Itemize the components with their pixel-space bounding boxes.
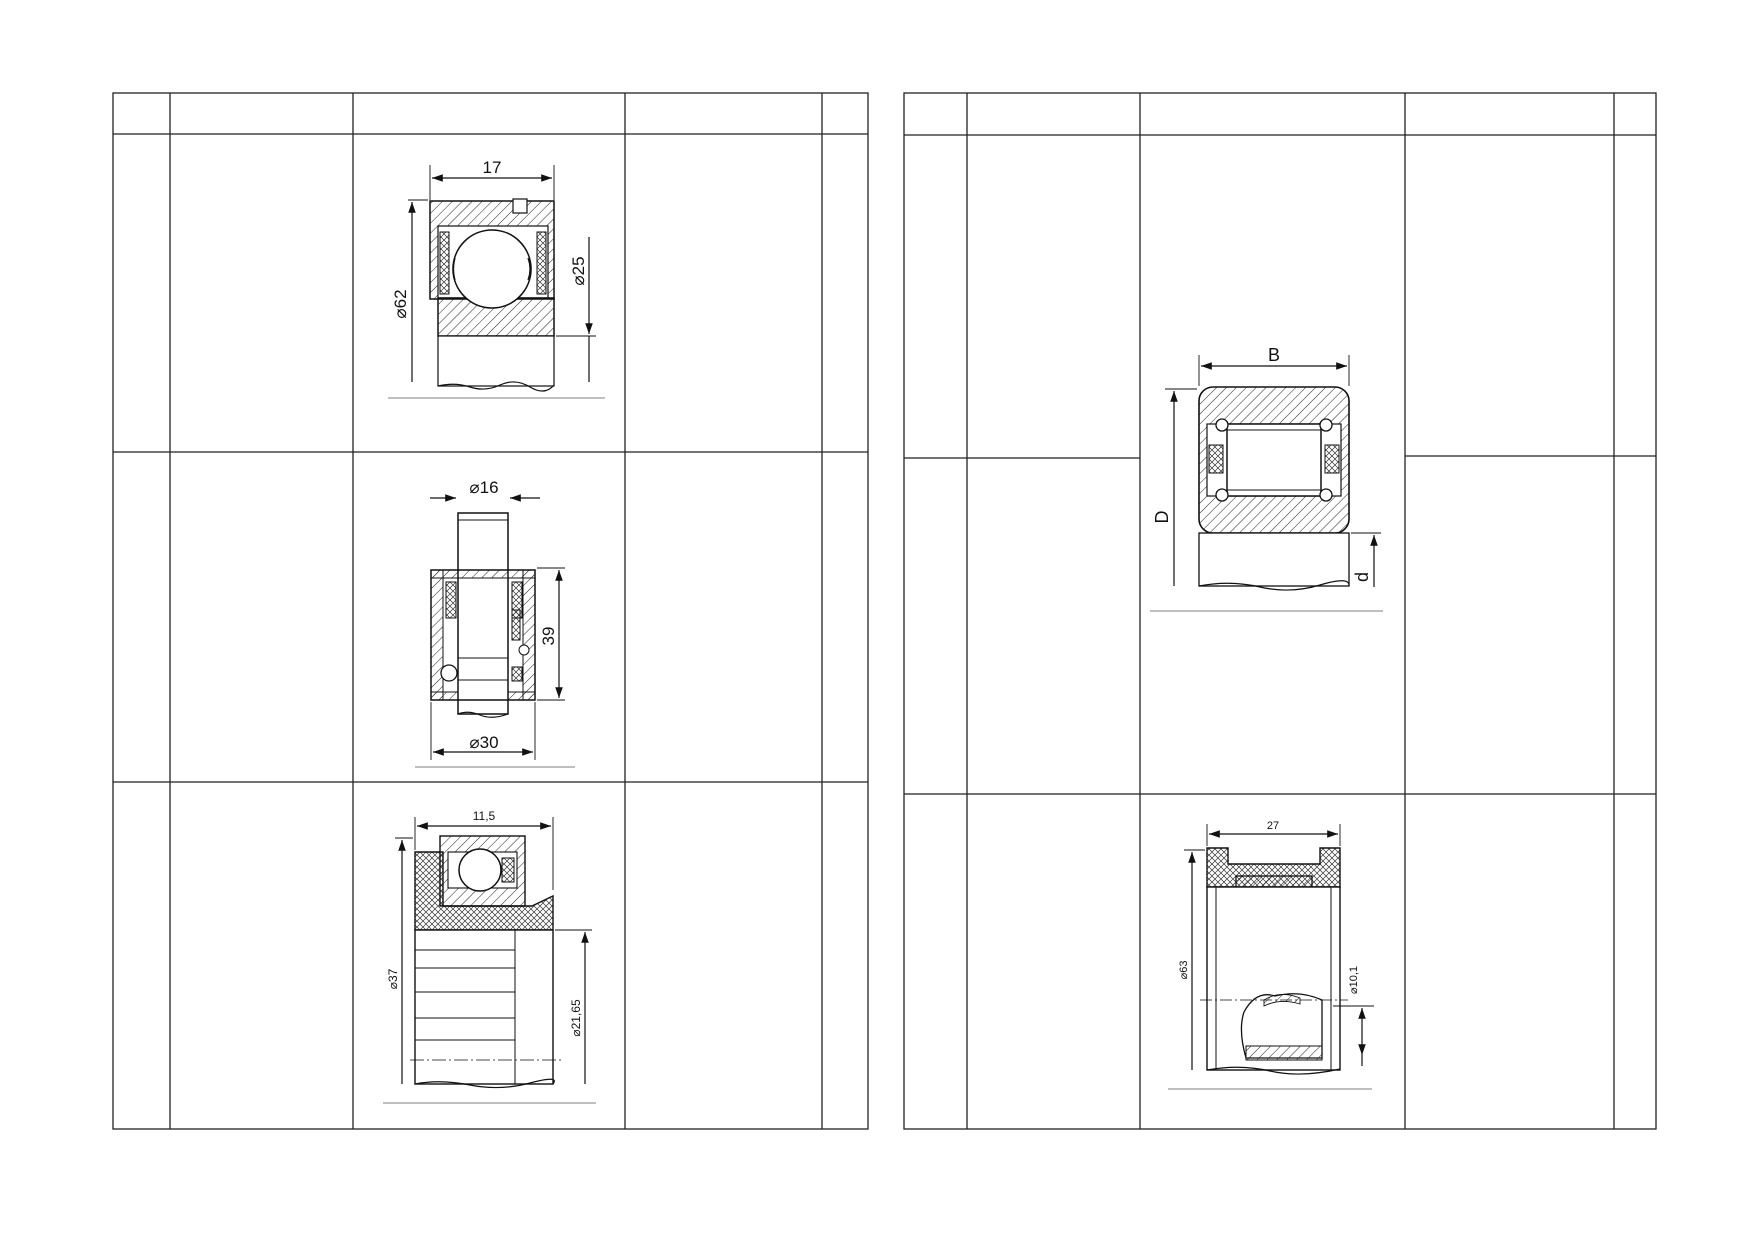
left-table (112, 92, 869, 1130)
bearing-4-width-label: B (1268, 345, 1280, 365)
bearing-5-width-label: 27 (1267, 820, 1279, 832)
bearing-3-outer-diameter-label: ⌀37 (386, 968, 400, 989)
bearing-1-width-label: 17 (483, 158, 502, 177)
bearing-1-drawing: 17 ⌀62 ⌀25 (388, 158, 605, 399)
bearing-5-drawing: 27 ⌀63 ⌀10,1 (1168, 820, 1374, 1090)
bearing-1-inner-diameter-label: ⌀25 (569, 256, 588, 285)
bearing-3-width-label: 11,5 (473, 809, 496, 823)
right-table (903, 92, 1657, 1130)
bearing-2-top-diameter-label: ⌀16 (469, 478, 498, 497)
bearing-2-height-label: 39 (539, 627, 558, 646)
bearing-1-outer-diameter-label: ⌀62 (391, 289, 410, 318)
bearing-3-inner-diameter-label: ⌀21,65 (569, 999, 583, 1037)
bearing-4-outer-diameter-label: D (1152, 511, 1172, 524)
bearing-5-outer-diameter-label: ⌀63 (1178, 961, 1190, 980)
bearing-4-drawing: B D d (1150, 345, 1383, 612)
bearing-3-drawing: 11,5 ⌀37 ⌀21,65 (383, 809, 596, 1104)
bearing-2-bottom-diameter-label: ⌀30 (469, 733, 498, 752)
bearing-4-inner-diameter-label: d (1352, 572, 1372, 582)
bearing-5-bore-diameter-label: ⌀10,1 (1348, 966, 1360, 994)
bearing-2-drawing: ⌀16 39 ⌀30 (415, 478, 575, 768)
